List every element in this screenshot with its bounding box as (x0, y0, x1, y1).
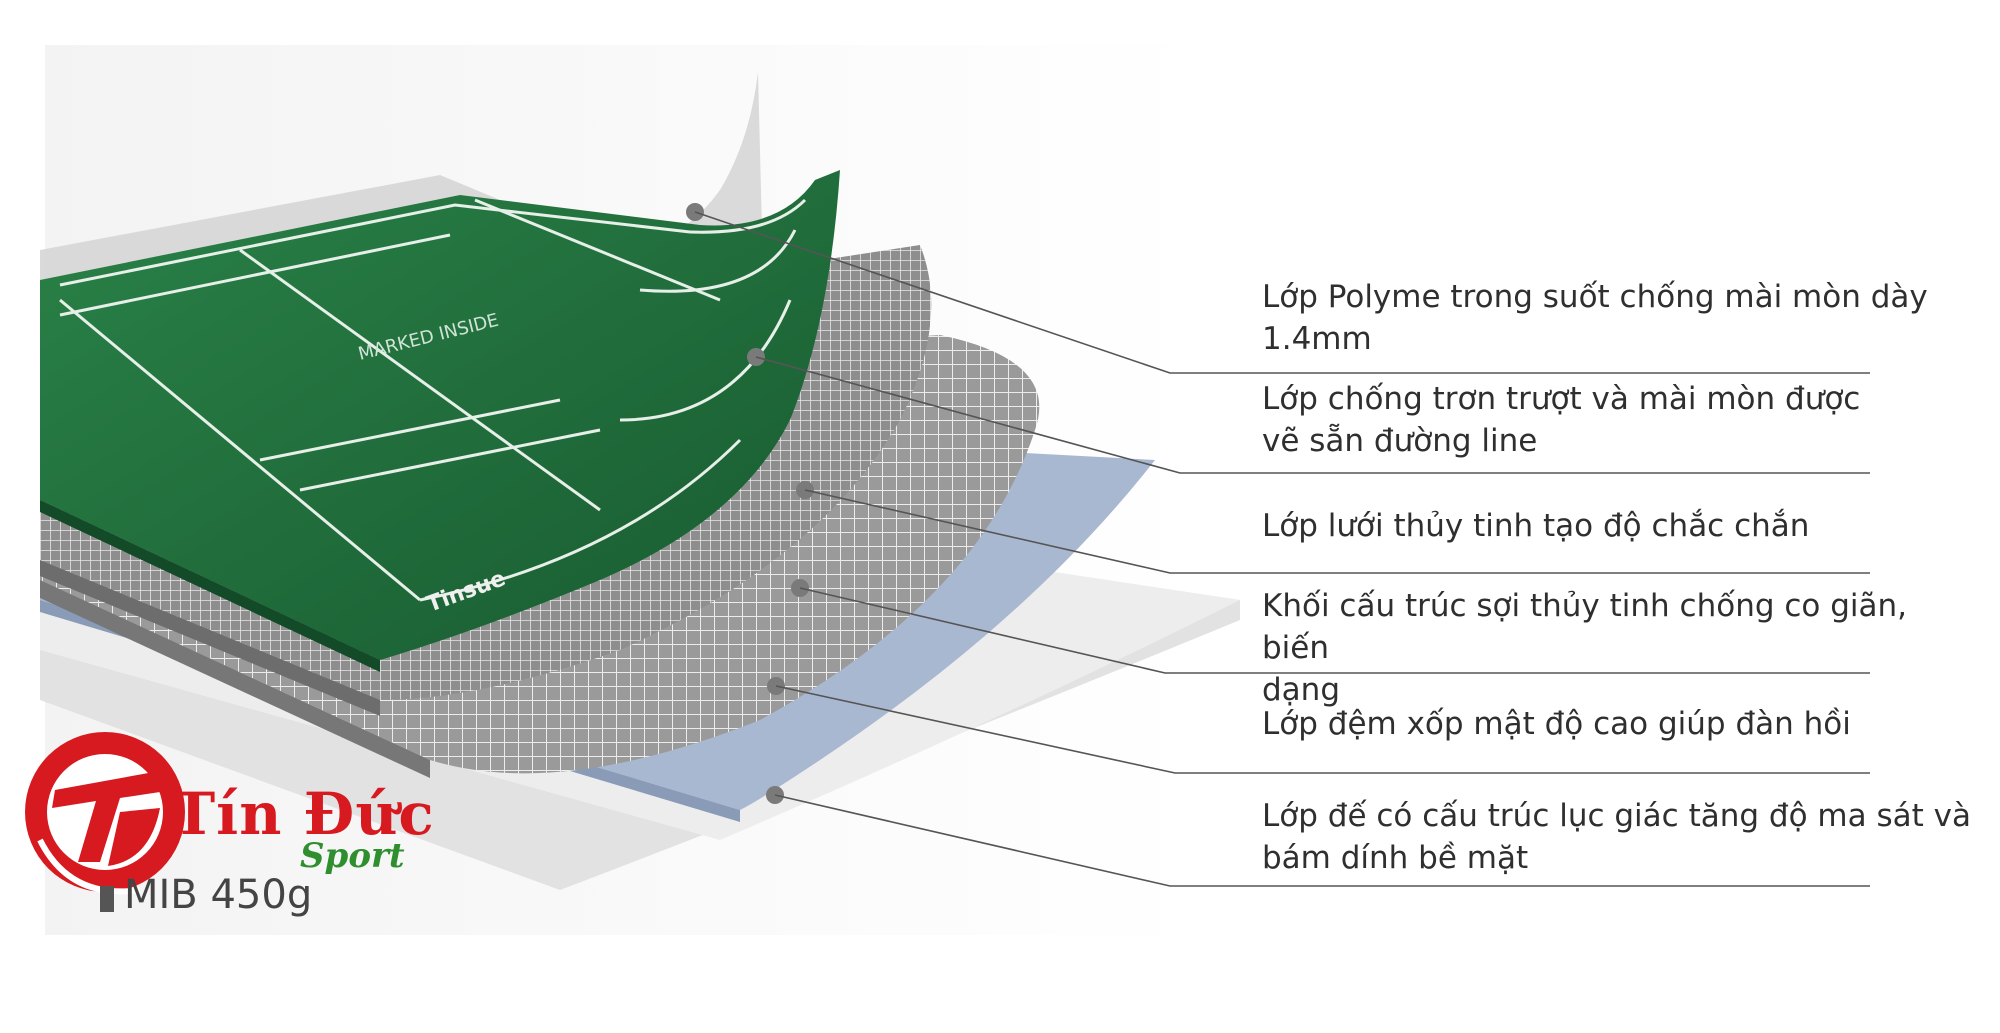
brand-subtitle: Sport (300, 836, 405, 876)
label-court-surface: Lớp chống trơn trượt và mài mòn được vẽ … (1262, 381, 1861, 459)
label-base: Lớp đế có cấu trúc lục giác tăng độ ma s… (1262, 798, 1971, 876)
label-fiberglass-mesh: Lớp lưới thủy tinh tạo độ chắc chắn (1262, 508, 1810, 544)
layer-court-edge (40, 500, 380, 672)
layer-fiberglass-block-edge (40, 580, 430, 778)
label-fiberglass-block: Khối cấu trúc sợi thủy tinh chống co giã… (1262, 588, 1908, 708)
brand-name: Tín Đức (172, 780, 435, 848)
leader-lines (694, 211, 1870, 887)
brand-logo-mark (25, 732, 185, 895)
layer-fiberglass-mesh-edge (40, 560, 380, 716)
product-tag-bar (100, 886, 114, 912)
product-tag: MIB 450g (124, 872, 313, 918)
court-lines (59, 198, 807, 602)
label-polymer: Lớp Polyme trong suốt chống mài mòn dày … (1262, 279, 1928, 357)
layer-court-surface (40, 170, 840, 660)
label-foam: Lớp đệm xốp mật độ cao giúp đàn hồi (1262, 706, 1851, 742)
